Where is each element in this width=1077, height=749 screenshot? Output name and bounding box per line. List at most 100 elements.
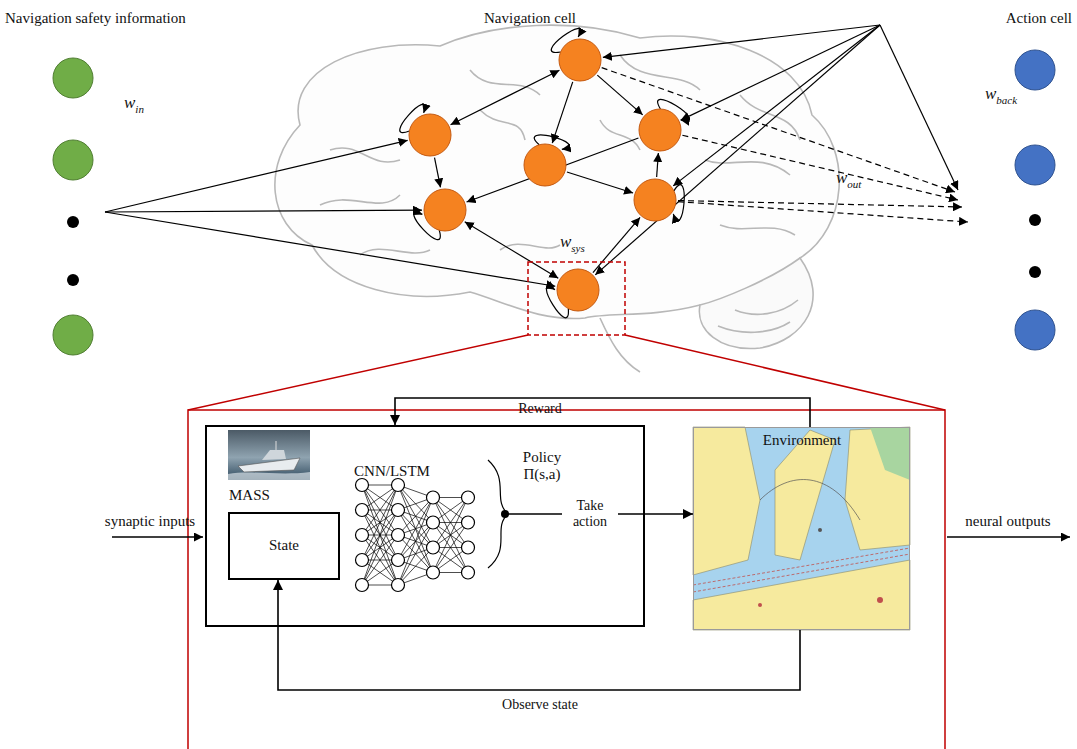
illustration-part [699, 258, 813, 348]
navigation-neuron [639, 109, 681, 151]
illustration-part [276, 441, 277, 450]
input-arrow [112, 536, 203, 538]
network-arrow [593, 217, 640, 272]
nn-neuron [462, 541, 475, 554]
network-arrow [105, 210, 422, 212]
text-label: Navigation safety information [5, 10, 186, 27]
nn-neuron [356, 479, 369, 492]
illustration-part [228, 472, 310, 480]
illustration-part [53, 315, 93, 355]
weight-symbol: w [985, 84, 996, 104]
network-arrow [552, 82, 572, 143]
network-arrow [880, 25, 958, 190]
brain-outline [275, 25, 839, 372]
neural-network [356, 479, 475, 592]
nn-neuron [427, 516, 440, 529]
navigation-neuron [424, 189, 466, 231]
flow-arrow [278, 580, 800, 690]
zoom-callout [188, 262, 945, 749]
illustration-part [228, 430, 310, 480]
illustration-part [1015, 145, 1055, 185]
nn-wire [362, 485, 398, 560]
edge-label: Observe state [502, 697, 578, 713]
nn-wire [398, 548, 433, 586]
illustration-part [877, 597, 883, 603]
illustration-part [67, 274, 79, 286]
illustration-part [320, 55, 800, 255]
network-arrow [678, 202, 968, 222]
nn-neuron [392, 579, 405, 592]
chart-picture [693, 427, 910, 630]
illustration-part [238, 458, 300, 472]
illustration-part [693, 427, 910, 630]
recurrent-network [105, 25, 968, 318]
nn-neuron [356, 554, 369, 567]
text-label: synaptic inputs [105, 513, 195, 530]
nn-neuron [392, 504, 405, 517]
illustration-part [1029, 214, 1041, 226]
network-arrow [451, 70, 560, 124]
illustration-part [693, 560, 910, 630]
navigation-neuron [634, 179, 676, 221]
nn-neuron [462, 491, 475, 504]
illustration-part [1015, 50, 1055, 90]
illustration-part [760, 480, 860, 520]
illustration-part [528, 262, 625, 335]
nn-wire [433, 498, 468, 573]
illustration-part [262, 450, 286, 460]
weight-symbol: w [560, 232, 571, 252]
edge-label: Take action [562, 497, 618, 531]
nn-neuron [427, 491, 440, 504]
node-text: CNN/LSTM [354, 463, 430, 480]
navigation-neuron [524, 144, 566, 186]
illustration-part [53, 58, 93, 98]
illustration-part [693, 427, 760, 575]
nn-neuron [462, 516, 475, 529]
network-arrow [595, 25, 880, 275]
nn-wire [362, 510, 398, 585]
network-arrow [105, 212, 555, 286]
nn-neuron [427, 566, 440, 579]
illustration-part [275, 25, 839, 318]
weight-subscript: in [135, 103, 144, 116]
flow-arrow [395, 398, 810, 427]
nn-neuron [462, 566, 475, 579]
network-arrow [465, 222, 559, 278]
state-box: State [228, 512, 340, 580]
illustration-part [67, 216, 79, 228]
illustration-part [870, 427, 910, 480]
illustration-part [818, 528, 822, 532]
network-arrow [597, 75, 642, 115]
text-label: Action cell [1006, 10, 1072, 27]
nn-neuron [356, 504, 369, 517]
flow-arrow [645, 513, 693, 515]
weight-subscript: sys [571, 242, 584, 255]
navigation-neuron [559, 39, 601, 81]
illustration-part [600, 318, 640, 372]
edge-label: Reward [518, 401, 562, 417]
action-cells [1015, 50, 1055, 350]
nn-neuron [392, 479, 405, 492]
navigation-neuron [557, 269, 599, 311]
weight-subscript: back [996, 94, 1017, 107]
output-arrow [947, 536, 1070, 538]
node-text: Environment [763, 432, 841, 449]
weight-symbol: w [836, 168, 847, 188]
weight-subscript: out [847, 178, 861, 191]
illustration-part [775, 430, 835, 560]
network-arrow [603, 25, 880, 57]
node-text: State [230, 537, 338, 554]
network-arrow [435, 158, 441, 188]
network-arrow [467, 138, 639, 202]
network-arrow [682, 135, 958, 200]
network-arrow [673, 25, 880, 186]
nn-wire [433, 498, 468, 573]
environment-box: Environment [693, 427, 910, 630]
illustration-part [53, 140, 93, 180]
navigation-neuron [409, 114, 451, 156]
illustration-part [718, 300, 798, 332]
ship-picture [228, 430, 310, 480]
